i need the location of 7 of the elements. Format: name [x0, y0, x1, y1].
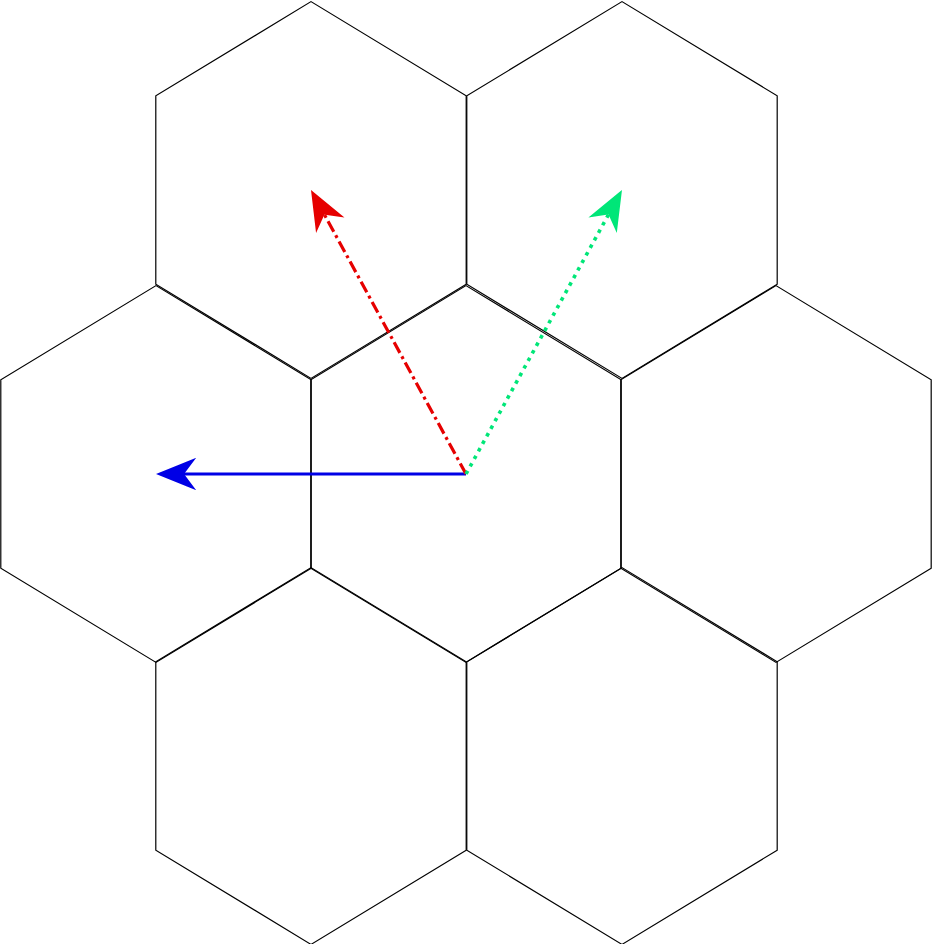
hexagon-cell — [466, 0, 778, 380]
hexagon-cell — [466, 566, 778, 944]
hexagon-cell — [155, 566, 467, 944]
hexagon-cell — [155, 0, 467, 380]
hexagon-cell — [310, 284, 622, 664]
hexagon-cell — [0, 284, 312, 664]
hexagon-cell — [620, 284, 932, 664]
